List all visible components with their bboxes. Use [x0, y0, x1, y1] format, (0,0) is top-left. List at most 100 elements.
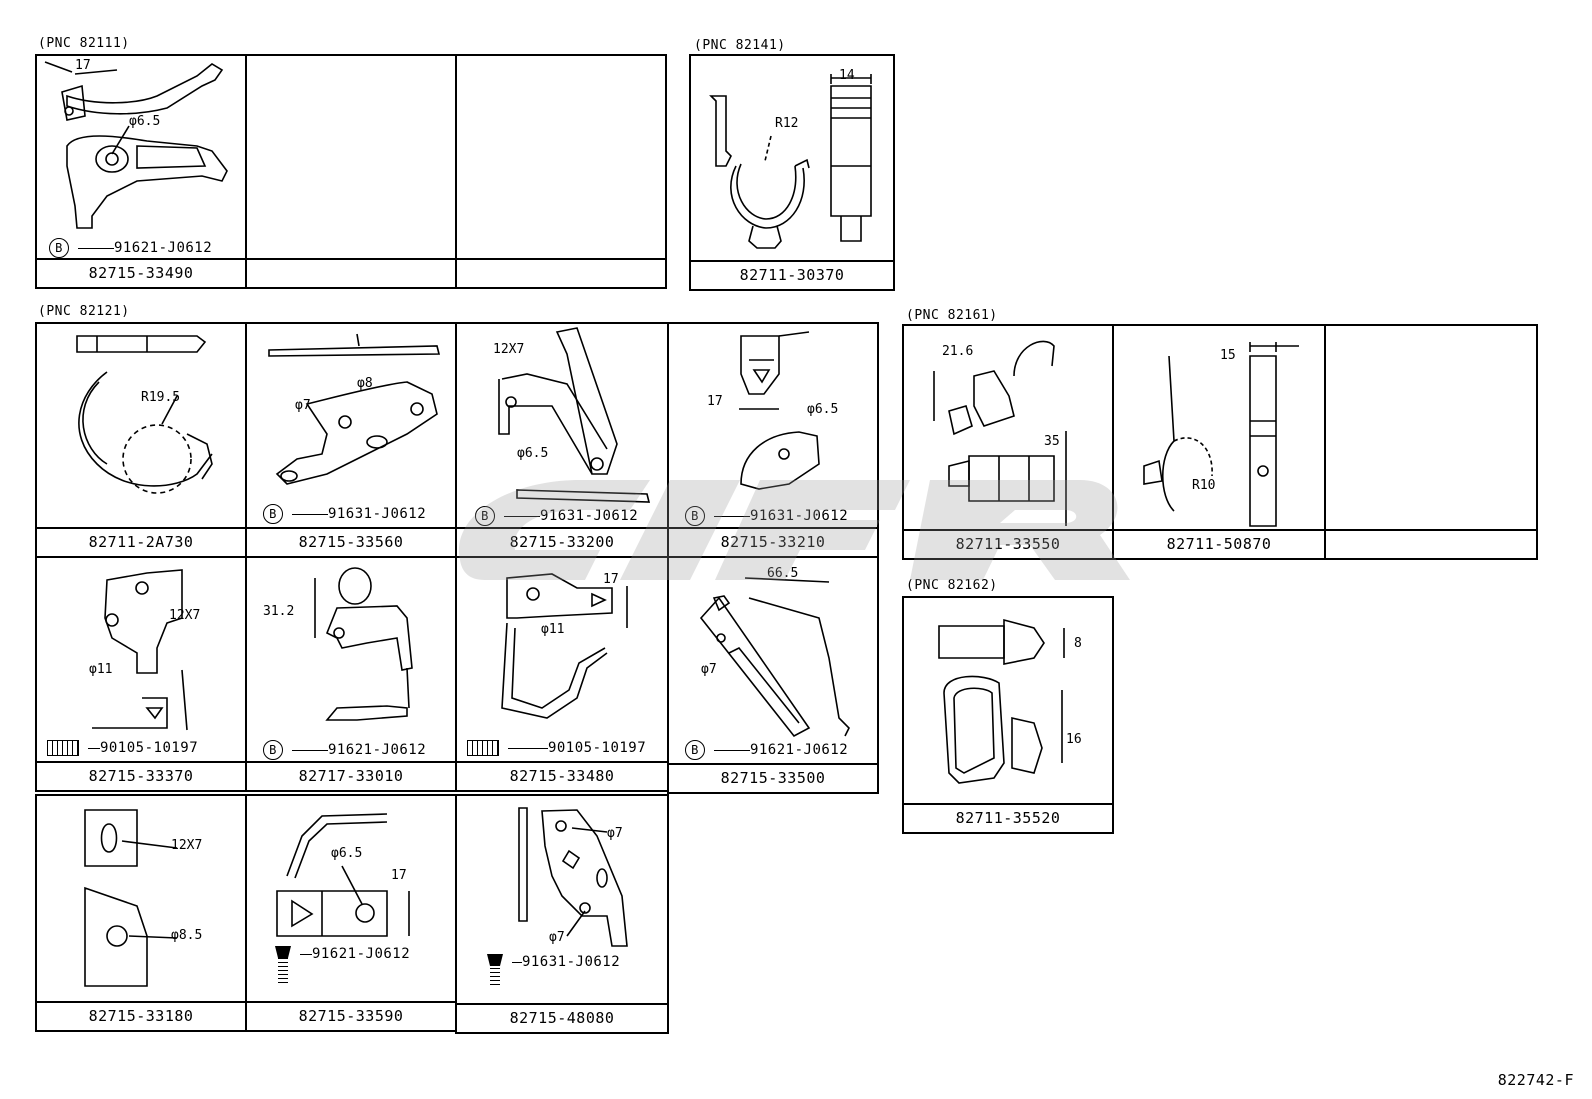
- dimension-label: 15: [1220, 348, 1236, 363]
- part-number: 82717-33010: [247, 761, 455, 790]
- b-circle-icon: B: [685, 506, 705, 526]
- dimension-label: 12X7: [169, 608, 201, 623]
- fastener-part-number: 91621-J0612: [749, 742, 849, 758]
- dimension-label: φ7: [295, 398, 311, 413]
- part-number: 82715-48080: [457, 1003, 667, 1032]
- fastener-callout: B 91621-J0612: [685, 740, 848, 760]
- dimension-label: 17: [75, 58, 91, 73]
- figure-code: 822742-F: [1497, 1071, 1574, 1089]
- clamp-drawing: [37, 324, 247, 529]
- part-cell[interactable]: 21.6 35 82711-33550: [902, 324, 1114, 560]
- fastener-part-number: 91621-J0612: [311, 946, 411, 962]
- part-number: 82711-33550: [904, 529, 1112, 558]
- part-cell[interactable]: φ7 φ7 91631-J0612 82715-48080: [455, 794, 669, 1034]
- pnc-label-82141: (PNC 82141): [694, 38, 786, 53]
- bracket-drawing: [37, 558, 247, 763]
- part-number: 82711-50870: [1114, 529, 1324, 558]
- b-circle-icon: B: [263, 504, 283, 524]
- part-cell[interactable]: 66.5 φ7 B 91621-J0612 82715-33500: [667, 556, 879, 794]
- dimension-label: 12X7: [171, 838, 203, 853]
- flange-bolt-icon: [467, 740, 499, 756]
- fastener-callout: B 91631-J0612: [685, 506, 848, 526]
- bracket-drawing: [247, 558, 457, 763]
- fastener-callout: 90105-10197: [467, 740, 646, 756]
- part-cell[interactable]: 8 16 82711-35520: [902, 596, 1114, 834]
- dimension-label: φ8: [357, 376, 373, 391]
- bracket-drawing: [37, 56, 247, 256]
- fastener-part-number: 90105-10197: [99, 740, 199, 756]
- part-cell[interactable]: 17 φ6.5 B 91621-J0612 82715-33490: [35, 54, 247, 289]
- bracket-drawing: [247, 324, 457, 529]
- fastener-part-number: 91631-J0612: [521, 954, 621, 970]
- part-number: 82715-33500: [669, 763, 877, 792]
- fastener-part-number: 91631-J0612: [539, 508, 639, 524]
- pnc-label-82162: (PNC 82162): [906, 578, 998, 593]
- fastener-callout: B 91631-J0612: [475, 506, 638, 526]
- clip-drawing: [904, 598, 1114, 803]
- b-circle-icon: B: [49, 238, 69, 258]
- part-number: [1326, 529, 1536, 558]
- bracket-drawing: [457, 558, 669, 763]
- part-cell[interactable]: 17 φ11 90105-10197 82715-33480: [455, 556, 669, 792]
- dimension-label: 17: [707, 394, 723, 409]
- dimension-label: R12: [775, 116, 799, 131]
- part-cell[interactable]: 14 R12 82711-30370: [689, 54, 895, 291]
- pnc-label-82161: (PNC 82161): [906, 308, 998, 323]
- part-cell[interactable]: 17 φ6.5 B 91631-J0612 82715-33210: [667, 322, 879, 558]
- bracket-drawing: [457, 324, 669, 529]
- dimension-label: 31.2: [263, 604, 295, 619]
- bracket-drawing: [457, 796, 669, 1001]
- part-cell[interactable]: R19.5 82711-2A730: [35, 322, 247, 558]
- dimension-label: φ6.5: [331, 846, 363, 861]
- fastener-part-number: 90105-10197: [547, 740, 647, 756]
- dimension-label: φ7: [607, 826, 623, 841]
- dimension-label: 16: [1066, 732, 1082, 747]
- dimension-label: φ6.5: [517, 446, 549, 461]
- part-number: 82715-33590: [247, 1001, 455, 1030]
- part-cell[interactable]: φ6.5 17 91621-J0612 82715-33590: [245, 794, 457, 1032]
- part-cell[interactable]: φ7 φ8 B 91631-J0612 82715-33560: [245, 322, 457, 558]
- fastener-callout: 91621-J0612: [275, 946, 410, 986]
- hex-bolt-icon: [275, 946, 291, 986]
- part-number: 82715-33480: [457, 761, 667, 790]
- dimension-label: φ6.5: [807, 402, 839, 417]
- fastener-callout: B 91631-J0612: [263, 504, 426, 524]
- clamp-drawing: [1114, 326, 1326, 531]
- pnc-label-82111: (PNC 82111): [38, 36, 130, 51]
- clamp-drawing: [691, 56, 895, 261]
- fastener-part-number: 91631-J0612: [327, 506, 427, 522]
- bracket-drawing: [247, 796, 457, 1001]
- part-cell[interactable]: 12X7 φ11 90105-10197 82715-33370: [35, 556, 247, 792]
- fastener-callout: B 91621-J0612: [49, 238, 212, 258]
- hex-bolt-icon: [487, 954, 503, 988]
- part-cell-empty: [245, 54, 457, 289]
- part-number: 82711-30370: [691, 260, 893, 289]
- bracket-drawing: [669, 558, 879, 763]
- part-cell[interactable]: 12X7 φ6.5 B 91631-J0612 82715-33200: [455, 322, 669, 558]
- dimension-label: 21.6: [942, 344, 974, 359]
- part-cell-empty: [1324, 324, 1538, 560]
- dimension-label: φ6.5: [129, 114, 161, 129]
- part-cell-empty: [455, 54, 667, 289]
- dimension-label: φ11: [89, 662, 113, 677]
- fastener-part-number: 91621-J0612: [327, 742, 427, 758]
- part-cell[interactable]: 12X7 φ8.5 82715-33180: [35, 794, 247, 1032]
- fastener-callout: B 91621-J0612: [263, 740, 426, 760]
- part-cell[interactable]: 31.2 B 91621-J0612 82717-33010: [245, 556, 457, 792]
- b-circle-icon: B: [263, 740, 283, 760]
- part-number: [247, 258, 455, 287]
- part-number: 82715-33180: [37, 1001, 245, 1030]
- fastener-callout: 90105-10197: [47, 740, 198, 756]
- dimension-label: 12X7: [493, 342, 525, 357]
- fastener-part-number: 91621-J0612: [113, 240, 213, 256]
- dimension-label: φ7: [549, 930, 565, 945]
- b-circle-icon: B: [475, 506, 495, 526]
- fastener-part-number: 91631-J0612: [750, 508, 848, 524]
- dimension-label: φ11: [541, 622, 565, 637]
- dimension-label: φ7: [701, 662, 717, 677]
- part-number: 82711-35520: [904, 803, 1112, 832]
- pnc-label-82121: (PNC 82121): [38, 304, 130, 319]
- dimension-label: φ8.5: [171, 928, 203, 943]
- plate-drawing: [37, 796, 247, 1001]
- part-cell[interactable]: 15 R10 82711-50870: [1112, 324, 1326, 560]
